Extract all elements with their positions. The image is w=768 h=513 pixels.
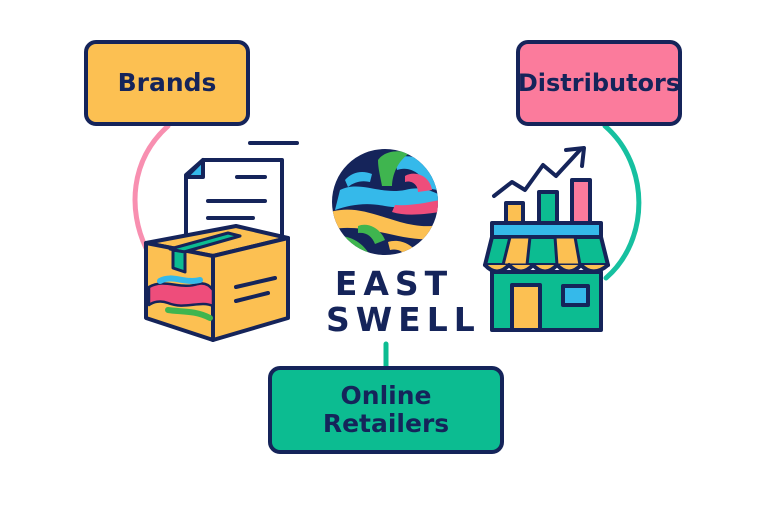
brands-connector [132,123,171,251]
brands-node: Brands [84,40,250,126]
storefront-growth-chart-icon [483,146,610,332]
brands-label: Brands [117,68,217,97]
wave-circle-logo [332,149,438,255]
logo-word-swell: SWELL [326,300,481,339]
distributors-connector [602,123,642,281]
distributors-node: Distributors [516,40,682,126]
logo-word-east: EAST [334,264,454,303]
online-retailers-node: Online Retailers [268,366,504,454]
online-retailers-label-line1: Online [340,381,432,410]
distributors-label: Distributors [517,69,681,97]
box-with-document-icon [144,141,299,342]
online-retailers-label-line2: Retailers [322,409,450,438]
